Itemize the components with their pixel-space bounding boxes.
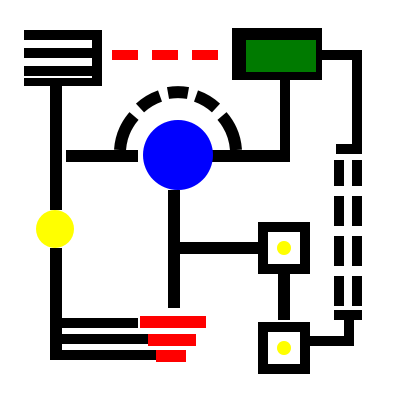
bus-left-dash-2 [334,196,344,226]
arc-seg-3 [166,86,190,99]
red-dash-3 [192,50,218,60]
left-wire-lower [50,248,62,358]
bars-right-cap [92,30,102,86]
hub-right-wire [210,150,290,162]
bus-right-dash-2 [352,196,362,226]
bus-right-dash-3 [352,236,362,266]
hub-down-wire [168,190,180,308]
panel-stem [280,80,290,160]
bus-left-dash-1 [334,160,344,186]
bus-bottom-stem [344,310,354,346]
bottom-stack [50,316,206,362]
hub-arc [114,86,242,151]
green-panel-component [232,28,322,160]
panel-left-edge [238,36,246,76]
bottom-black-bar-2 [50,334,148,344]
hub-left-wire [66,150,138,162]
red-dash-1 [112,50,138,60]
bars-base [24,78,94,86]
arc-seg-5 [217,112,242,151]
panel-green-fill [246,40,316,72]
bar-top [24,30,100,40]
arc-seg-2 [135,90,163,113]
bar-bottom [24,66,100,76]
red-step-3 [156,350,186,362]
node-lower-dot [277,341,291,355]
node-upper-dot [277,241,291,255]
right-nodes [180,222,310,374]
bottom-black-bar-3 [50,350,158,360]
red-dashed-link [112,50,218,60]
right-wire [322,50,362,154]
stacked-bars-block [24,30,102,86]
bar-middle [24,48,100,58]
arc-seg-1 [114,112,139,151]
red-step-1 [140,316,206,328]
right-dashed-bus [300,160,362,346]
wire-right-down [352,50,362,150]
branch-wire-to-node [180,242,260,254]
arc-seg-4 [193,90,221,113]
blue-hub-circle [143,120,213,190]
wire-top-right [322,50,362,60]
left-branch [36,86,74,358]
center-hub [66,86,290,308]
red-dash-2 [152,50,178,60]
node-link-wire [278,274,290,320]
bus-left-dash-3 [334,236,344,266]
red-step-2 [148,334,196,346]
bus-right-dash-1 [352,160,362,186]
wire-bus-top [336,144,362,154]
bus-to-lower-node [300,336,354,346]
bottom-black-bar-1 [50,318,138,328]
yellow-node-left [36,210,74,248]
bus-right-dash-4 [352,276,362,306]
bus-left-dash-4 [334,276,344,306]
left-wire-upper [50,86,62,210]
